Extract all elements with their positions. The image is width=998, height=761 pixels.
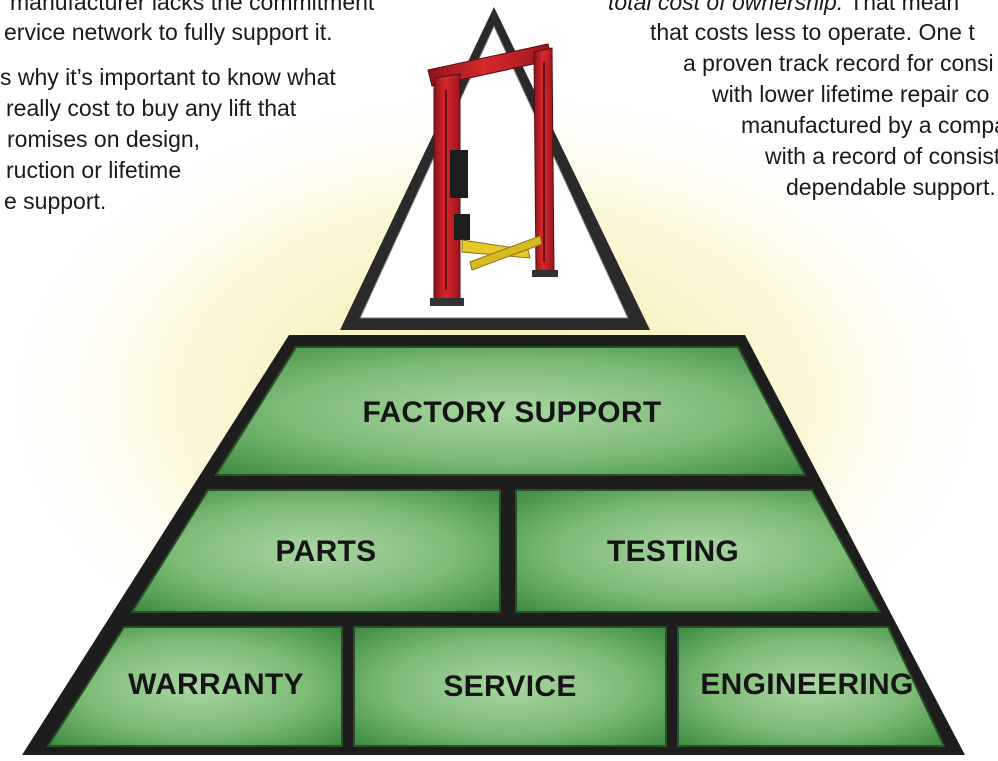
right-line: with lower lifetime repair co bbox=[712, 79, 989, 109]
left-line: e support. bbox=[4, 188, 107, 214]
right-line-plain: a proven track record for consi bbox=[683, 50, 994, 76]
right-line-plain: that costs less to operate. One t bbox=[650, 19, 975, 45]
right-line-plain: with lower lifetime repair co bbox=[712, 81, 990, 107]
right-paragraph: total cost of ownership. That mean that … bbox=[600, 0, 998, 300]
left-line: romises on design, bbox=[7, 126, 201, 152]
left-line: ruction or lifetime bbox=[6, 157, 182, 183]
label-parts: PARTS bbox=[275, 535, 377, 568]
triangle-frame bbox=[340, 7, 650, 330]
right-line-italic: total cost of ownership. bbox=[608, 0, 844, 15]
right-line: with a record of consist bbox=[765, 141, 998, 171]
right-line-plain: with a record of consist bbox=[765, 143, 998, 169]
left-line: really cost to buy any lift that bbox=[6, 95, 297, 121]
right-line: dependable support. bbox=[786, 172, 996, 202]
right-line: a proven track record for consi bbox=[683, 48, 994, 78]
right-line-plain: dependable support. bbox=[786, 174, 996, 200]
right-line-plain: That mean bbox=[843, 0, 960, 15]
brick-service bbox=[353, 626, 667, 747]
pyramid-bricks bbox=[46, 346, 946, 747]
label-factory-support: FACTORY SUPPORT bbox=[362, 396, 662, 429]
label-engineering: ENGINEERING bbox=[700, 668, 914, 701]
brick-testing bbox=[515, 489, 882, 613]
vehicle-lift-illustration bbox=[427, 43, 558, 306]
label-testing: TESTING bbox=[606, 535, 740, 568]
brick-parts bbox=[130, 489, 501, 613]
right-line: that costs less to operate. One t bbox=[650, 17, 975, 47]
left-line: s why it’s important to know what bbox=[0, 64, 336, 90]
left-line: manufacturer lacks the commitment bbox=[10, 0, 375, 15]
right-line: manufactured by a compa bbox=[741, 110, 998, 140]
brick-factory-support bbox=[214, 346, 807, 476]
right-line: total cost of ownership. That mean bbox=[608, 0, 959, 17]
label-warranty: WARRANTY bbox=[128, 668, 304, 701]
brick-engineering bbox=[677, 626, 946, 747]
brick-warranty bbox=[46, 626, 343, 747]
label-service: SERVICE bbox=[443, 670, 577, 703]
left-line: ervice network to fully support it. bbox=[4, 19, 333, 45]
right-line-plain: manufactured by a compa bbox=[741, 112, 998, 138]
left-paragraph: manufacturer lacks the commitment ervice… bbox=[0, 0, 420, 330]
